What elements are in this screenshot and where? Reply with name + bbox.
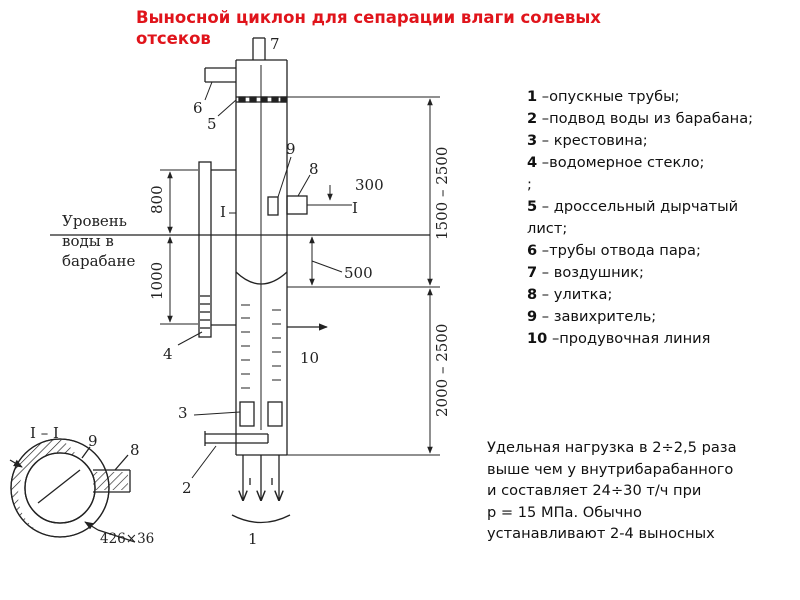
legend-item: ; (527, 174, 757, 196)
legend-item: 8 – улитка; (527, 284, 757, 306)
dimension-lines-left (160, 169, 198, 325)
callout-9: 9 (286, 140, 296, 158)
slide-title: Выносной циклон для сепарации влаги соле… (136, 8, 601, 48)
callout-6: 6 (193, 99, 203, 117)
legend-item-number: 4 (527, 154, 538, 171)
legend-list: 1 –опускные трубы;2 –подвод воды из бара… (527, 86, 757, 350)
callout-1: 1 (248, 530, 258, 548)
cyclone-body (235, 59, 288, 456)
pipe-size-label: 426×36 (100, 531, 154, 547)
volute (286, 195, 308, 215)
legend-item-number: 3 (527, 132, 538, 149)
legend-item: 6 –трубы отвода пара; (527, 240, 757, 262)
dimension-300: 300 (355, 176, 384, 194)
legend-item-text: – дроссельный дырчатый лист; (527, 198, 739, 237)
callout-8: 8 (309, 160, 319, 178)
legend-item-text: ; (527, 176, 532, 193)
legend-item: 3 – крестовина; (527, 130, 757, 152)
legend-item: 7 – воздушник; (527, 262, 757, 284)
legend-item-text: –трубы отвода пара; (537, 242, 701, 259)
callout-3: 3 (178, 404, 188, 422)
legend-item: 10 –продувочная линия (527, 328, 757, 350)
legend-item: 4 –водомерное стекло; (527, 152, 757, 174)
section-view (9, 438, 136, 543)
legend-item-text: – воздушник; (537, 264, 644, 281)
callout-5: 5 (207, 115, 217, 133)
section-callout-8: 8 (130, 441, 140, 459)
dimension-1000: 1000 (148, 262, 166, 300)
legend-item-number: 5 (527, 198, 538, 215)
water-supply-pipe (204, 431, 269, 446)
section-callout-9: 9 (88, 432, 98, 450)
legend-item-number: 8 (527, 286, 538, 303)
downcomer-arrows (231, 455, 291, 524)
legend-item-text: –подвод воды из барабана; (537, 110, 754, 127)
dimension-upper: 1500 – 2500 (433, 147, 451, 240)
note-text: Удельная нагрузка в 2÷2,5 раза выше чем … (487, 439, 737, 543)
legend-item: 5 – дроссельный дырчатый лист; (527, 196, 757, 240)
legend-item-number: 2 (527, 110, 538, 127)
section-label: I – I (30, 424, 59, 442)
legend-item-text: – улитка; (537, 286, 613, 303)
water-level-label: Уровень воды в барабане (62, 212, 135, 270)
callout-leaders (177, 81, 311, 479)
perforated-plate (236, 96, 287, 103)
dimension-800: 800 (148, 185, 166, 214)
steam-outlet-pipe (204, 67, 236, 83)
legend-item-number: 1 (527, 88, 538, 105)
legend-item-text: –продувочная линия (547, 330, 711, 347)
vent-pipe (252, 37, 266, 60)
dimension-lower: 2000 – 2500 (433, 324, 451, 417)
water-level-line-2: воды в (62, 232, 114, 250)
water-level-line-3: барабане (62, 252, 135, 270)
callout-10: 10 (300, 349, 319, 367)
swirler (267, 196, 279, 216)
legend-item-text: –опускные трубы; (537, 88, 680, 105)
legend-item-number: 6 (527, 242, 538, 259)
water-gauge (198, 161, 236, 338)
water-column-marks (241, 304, 281, 389)
legend-item-number: 10 (527, 330, 548, 347)
water-level-line-1: Уровень (62, 212, 127, 230)
dimension-lines-right (287, 96, 440, 456)
callout-2: 2 (182, 479, 192, 497)
legend-item-number: 9 (527, 308, 538, 325)
legend-item-text: –водомерное стекло; (537, 154, 705, 171)
callout-7: 7 (270, 35, 280, 53)
section-mark-right: I (352, 199, 358, 217)
section-mark-left: I (220, 203, 226, 221)
callout-4: 4 (163, 345, 173, 363)
dimension-500: 500 (344, 264, 373, 282)
legend-item: 1 –опускные трубы; (527, 86, 757, 108)
legend-item-text: – крестовина; (537, 132, 648, 149)
legend-item: 2 –подвод воды из барабана; (527, 108, 757, 130)
legend-item-text: – завихритель; (537, 308, 657, 325)
legend-item-number: 7 (527, 264, 538, 281)
cross-piece (239, 401, 283, 427)
legend-item: 9 – завихритель; (527, 306, 757, 328)
